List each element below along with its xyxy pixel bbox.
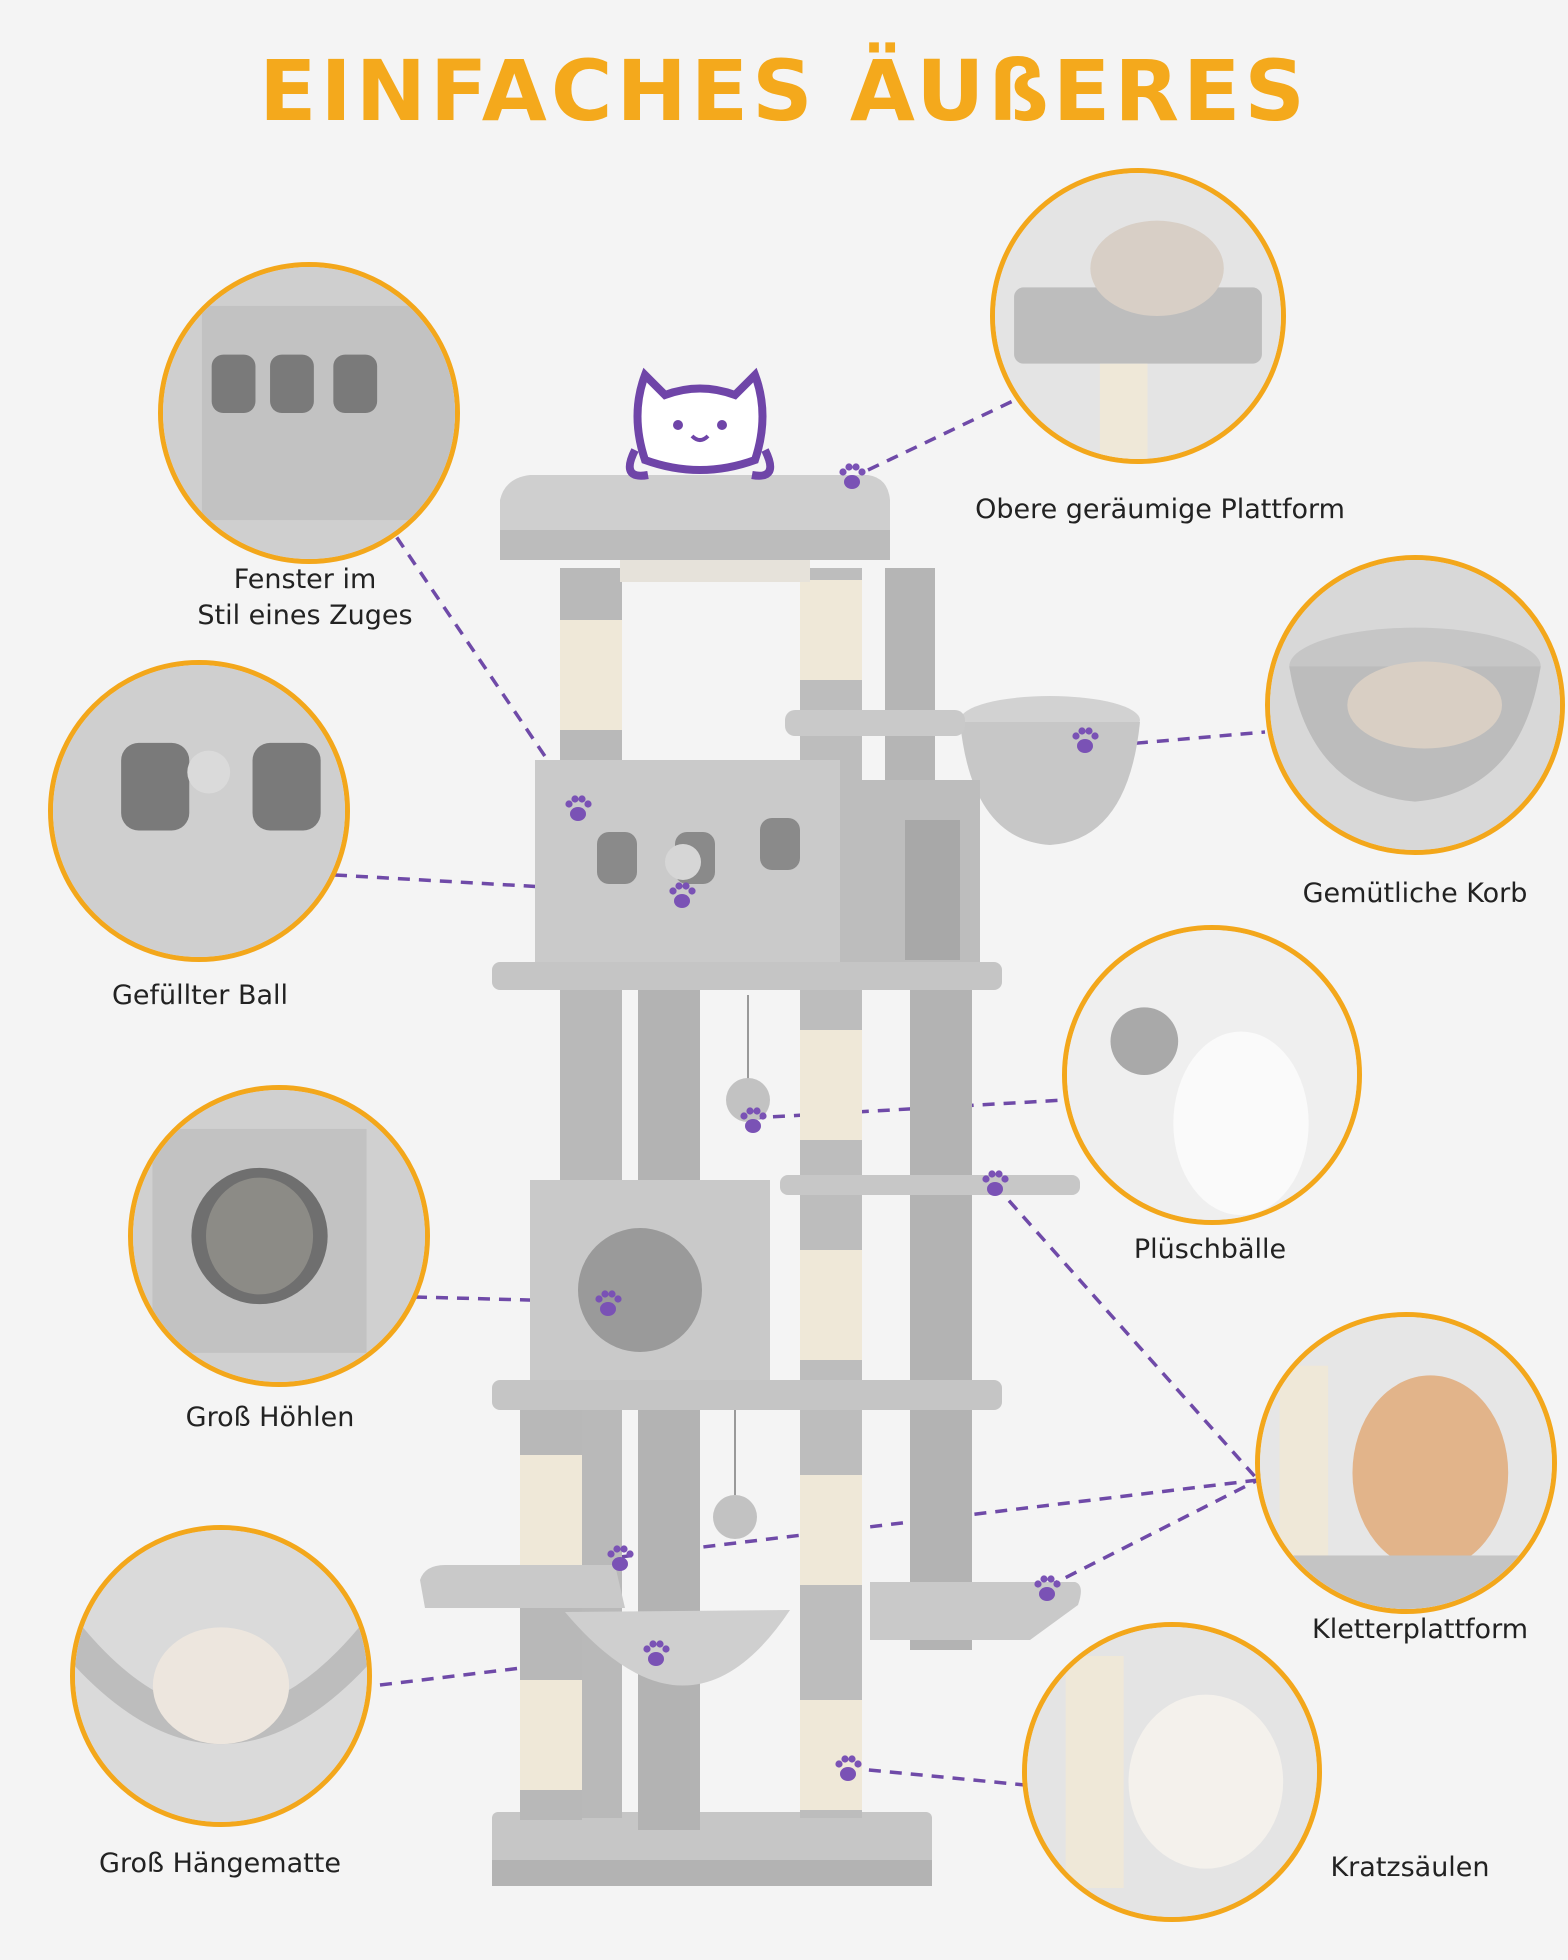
- callout-train-window-photo: [158, 262, 460, 564]
- line-scratch-posts: [847, 1766, 1026, 1787]
- callout-hammock-photo: [70, 1525, 372, 1827]
- label-top-platform: Obere geräumige Plattform: [975, 494, 1345, 525]
- page-title: EINFACHES ÄUßERES: [259, 42, 1309, 140]
- line-train-window: [383, 519, 580, 806]
- callout-plush-balls-photo: [1062, 925, 1362, 1225]
- callout-basket-photo: [1265, 555, 1565, 855]
- callout-climb-platform-photo: [1255, 1312, 1557, 1614]
- line-climb-3: [1046, 1478, 1259, 1589]
- callout-scratch-posts-photo: [1022, 1622, 1322, 1922]
- cat-mascot-icon: [625, 367, 775, 480]
- label-filled-ball: Gefüllter Ball: [111, 980, 289, 1011]
- line-filled-ball: [334, 873, 686, 897]
- line-top-platform: [867, 398, 1016, 472]
- label-climb-platform: Kletterplattform: [1311, 1614, 1528, 1645]
- label-train-window-line2: Stil eines Zuges: [197, 600, 413, 631]
- callout-cave-photo: [128, 1085, 430, 1387]
- callout-filled-ball-photo: [48, 660, 350, 962]
- line-basket: [1114, 730, 1266, 747]
- label-basket: Gemütliche Korb: [1302, 878, 1528, 909]
- line-climb-1: [993, 1183, 1260, 1482]
- line-hammock: [379, 1650, 655, 1687]
- label-scratch-posts: Kratzsäulen: [1330, 1852, 1490, 1883]
- label-train-window-line1: Fenster im: [233, 564, 377, 595]
- callout-top-platform-photo: [990, 168, 1286, 464]
- label-cave: Groß Höhlen: [185, 1402, 355, 1433]
- label-hammock: Groß Hängematte: [99, 1848, 341, 1879]
- label-plush-balls: Plüschbälle: [1133, 1234, 1287, 1265]
